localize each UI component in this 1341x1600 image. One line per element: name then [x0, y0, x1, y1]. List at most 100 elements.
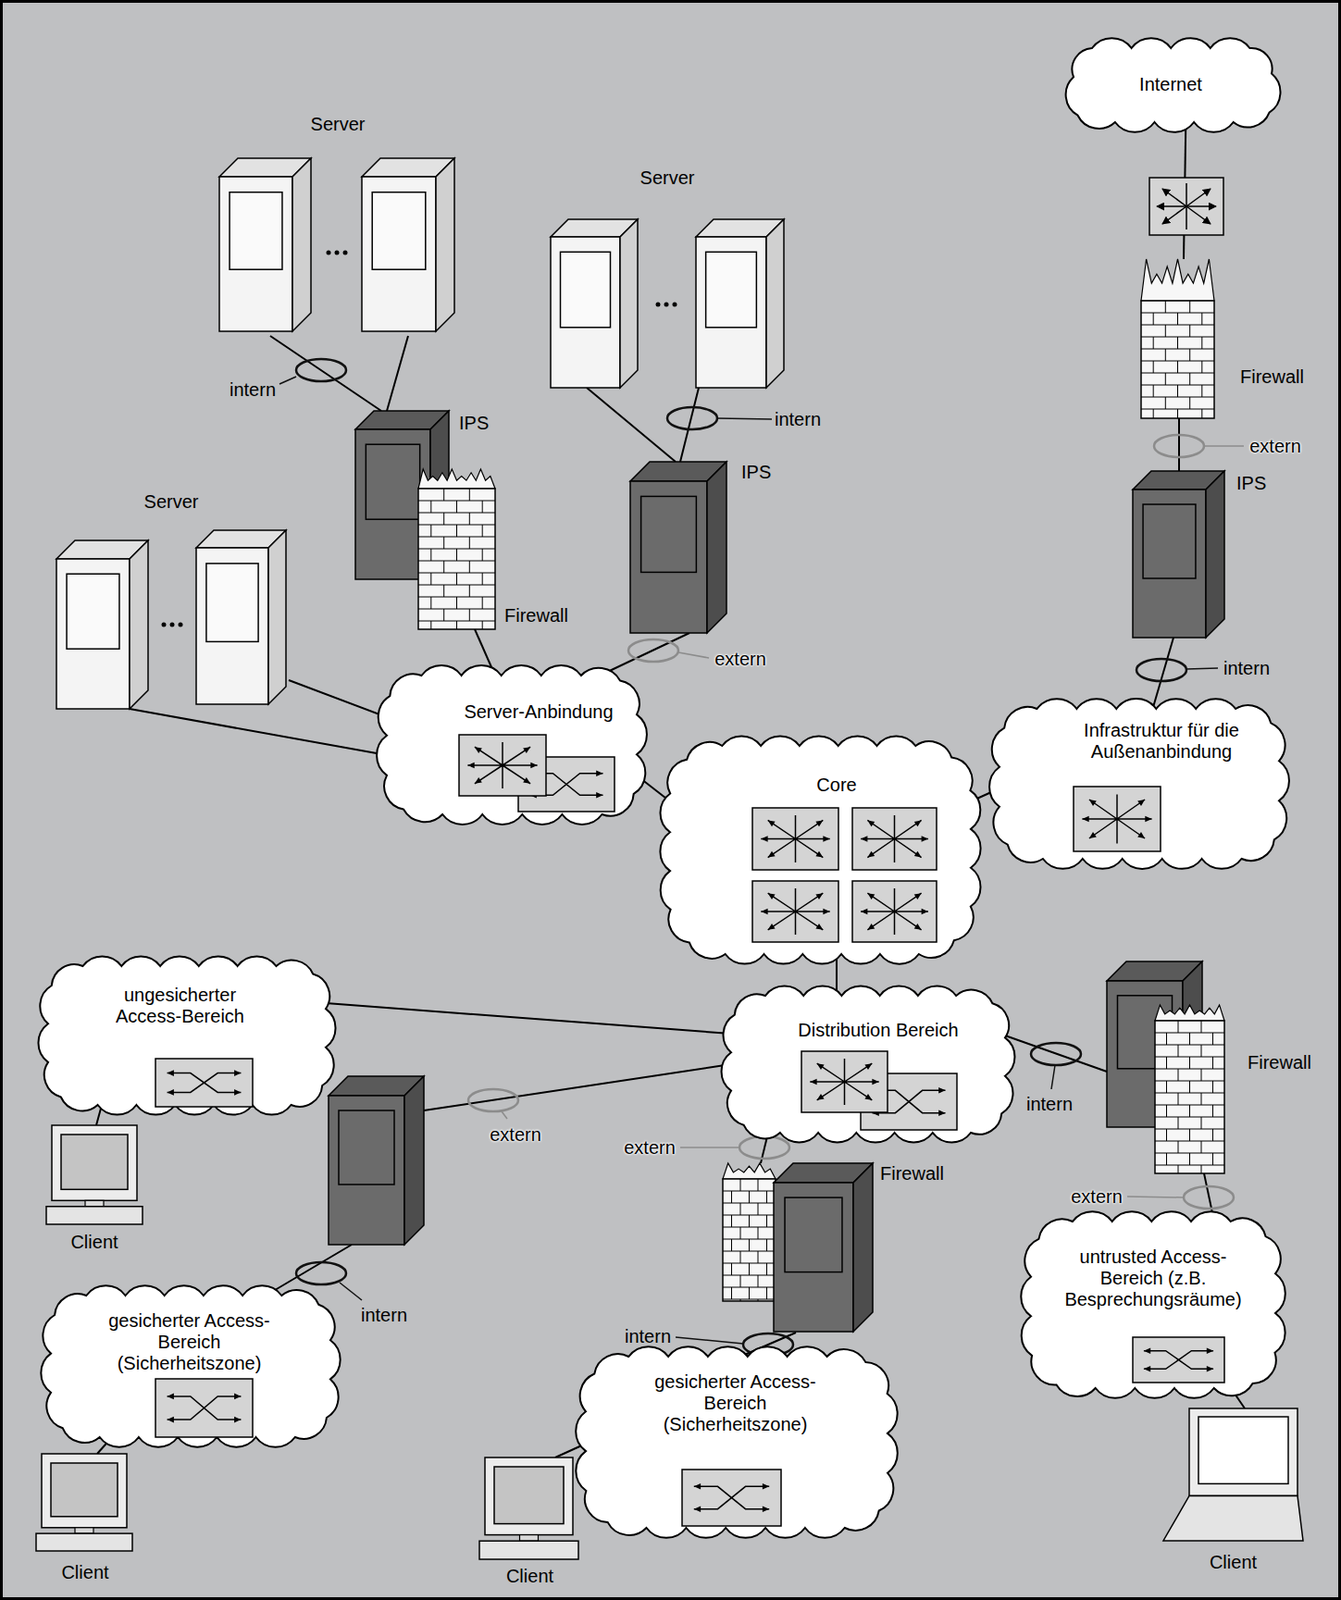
router-arrow [1162, 188, 1187, 207]
cloud-label: gesicherter Access-Bereich (Sicherheitsz… [99, 1310, 280, 1375]
firewall-wall [1141, 300, 1215, 419]
switch-arrowhead [860, 835, 868, 843]
tower-panel [206, 563, 259, 643]
switch-arrowhead [167, 1393, 174, 1401]
firewall: Firewall [1140, 259, 1315, 419]
switch-symbol [852, 807, 937, 870]
ips-side [404, 1076, 424, 1245]
interface-ellipse [667, 407, 718, 430]
switch-arrowhead [1089, 799, 1097, 807]
switch-arrowhead [762, 1505, 770, 1513]
switch-symbol [155, 1378, 253, 1438]
switch-arrowhead [815, 893, 823, 900]
connection [586, 387, 699, 462]
switch-arrowhead [762, 1483, 770, 1490]
leader-line [675, 1337, 744, 1344]
switch-arrowhead [914, 893, 922, 900]
device-icon [1132, 471, 1281, 638]
leader-line [501, 1111, 508, 1119]
connection [325, 1003, 732, 1034]
connection-line [265, 1064, 732, 1296]
cloud-group [1066, 37, 1281, 133]
firewall-wall [418, 488, 496, 630]
router-arrow [1162, 206, 1187, 224]
tower-front [550, 236, 621, 388]
leader-line [339, 1282, 362, 1301]
interface-label: intern [624, 1326, 671, 1348]
switch-arrowhead [768, 819, 776, 827]
tower-side [292, 158, 311, 332]
switch-arrowhead [167, 1416, 174, 1424]
switch-arrowhead [1206, 1347, 1214, 1354]
leader-line [717, 418, 772, 420]
cloud-outline [376, 665, 647, 825]
switch-arrowhead [822, 908, 830, 916]
switch-arrowhead [914, 851, 922, 858]
connection-line [599, 633, 690, 676]
monitor-screen [61, 1134, 128, 1190]
connection [1153, 637, 1175, 709]
interface-label: intern [229, 379, 276, 401]
switch-arrowhead [167, 1089, 174, 1096]
switch-arrowhead [1089, 831, 1097, 839]
cloud-group [1020, 1211, 1286, 1399]
router-arrows [1156, 183, 1217, 230]
switch-arrows [860, 888, 929, 935]
switch-arrowhead [530, 762, 537, 770]
server-group: Server [212, 109, 463, 336]
ellipsis-dot [672, 302, 678, 308]
tower-panel [372, 192, 426, 271]
ellipsis-dot [656, 302, 661, 308]
device-icon [355, 410, 578, 630]
tower-front [219, 176, 293, 332]
tower-panel [641, 496, 697, 572]
device-label: IPS [741, 461, 771, 484]
switch-symbol [752, 807, 839, 870]
ellipsis-dot [326, 250, 332, 256]
switch-arrows [167, 1396, 242, 1420]
switch-arrowhead [914, 819, 922, 827]
switch-symbol [1073, 786, 1161, 852]
cloud-shape [712, 977, 1024, 1152]
leader-line [279, 376, 297, 385]
tower-panel [1142, 504, 1196, 579]
ellipsis-dot [178, 622, 184, 628]
ips-firewall: IPSFirewall [355, 410, 578, 630]
network-cloud: gesicherter Access-Bereich (Sicherheitsz… [50, 1295, 331, 1438]
computer-base [46, 1206, 143, 1225]
server-group: Server [53, 488, 289, 709]
interface-label: extern [623, 1137, 676, 1159]
switch-symbol [752, 881, 839, 943]
client-pc: Client [44, 1125, 145, 1255]
connection-line [1178, 418, 1180, 472]
device-icon [53, 488, 289, 709]
tower-panel [784, 1197, 843, 1273]
switch-symbol [155, 1058, 253, 1107]
leader-line [1186, 668, 1218, 670]
router-stroke [1185, 183, 1188, 230]
switch-arrowhead [864, 1063, 872, 1070]
ellipsis-dot [170, 622, 175, 628]
switch-arrowhead [921, 908, 929, 916]
interface-label: intern [774, 409, 821, 431]
cloud-group [40, 1285, 340, 1447]
network-cloud: untrusted Access-Bereich (z.B. Besprechu… [1030, 1221, 1276, 1389]
leader-line [680, 1146, 740, 1149]
tower-front [695, 236, 767, 388]
cloud-group [659, 735, 981, 964]
monitor-neck [74, 1527, 94, 1534]
switch-arrowhead [167, 1069, 174, 1077]
device-label: Firewall [880, 1163, 944, 1185]
cloud-outline [989, 698, 1290, 870]
monitor-screen [50, 1463, 118, 1517]
router-symbol [1149, 177, 1224, 236]
cloud-shape [368, 657, 656, 833]
tower-side [707, 461, 727, 634]
switch-arrowhead [815, 819, 823, 827]
interface-ellipse [739, 1136, 790, 1159]
switch-arrows [1143, 1351, 1214, 1370]
firewall-bricks [1154, 1020, 1225, 1174]
monitor-screen [494, 1466, 564, 1525]
